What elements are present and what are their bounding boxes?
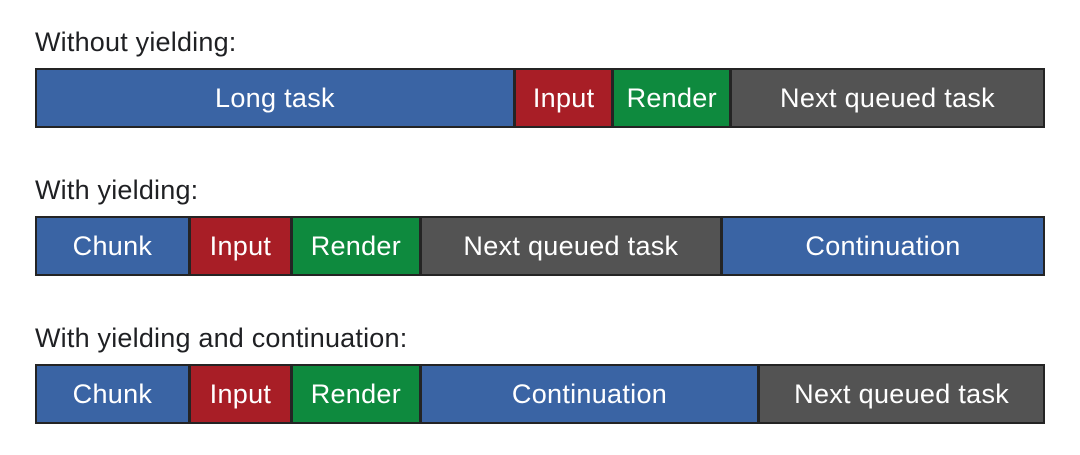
task-segment-queued: Next queued task <box>729 70 1043 126</box>
task-segment-render: Render <box>289 218 419 274</box>
task-segment-task: Long task <box>37 70 513 126</box>
task-segment-input: Input <box>187 218 290 274</box>
task-segment-input: Input <box>187 366 290 422</box>
task-segment-task: Chunk <box>37 218 188 274</box>
task-segment-queued: Next queued task <box>757 366 1043 422</box>
row-title: With yielding and continuation: <box>35 323 408 353</box>
task-segment-task: Chunk <box>37 366 188 422</box>
task-segment-input: Input <box>512 70 612 126</box>
row-title: With yielding: <box>35 175 199 205</box>
task-segment-queued: Next queued task <box>418 218 721 274</box>
task-segment-task: Continuation <box>418 366 758 422</box>
row-title: Without yielding: <box>35 27 237 57</box>
task-segment-render: Render <box>611 70 730 126</box>
task-segment-task: Continuation <box>720 218 1043 274</box>
task-segment-render: Render <box>289 366 419 422</box>
